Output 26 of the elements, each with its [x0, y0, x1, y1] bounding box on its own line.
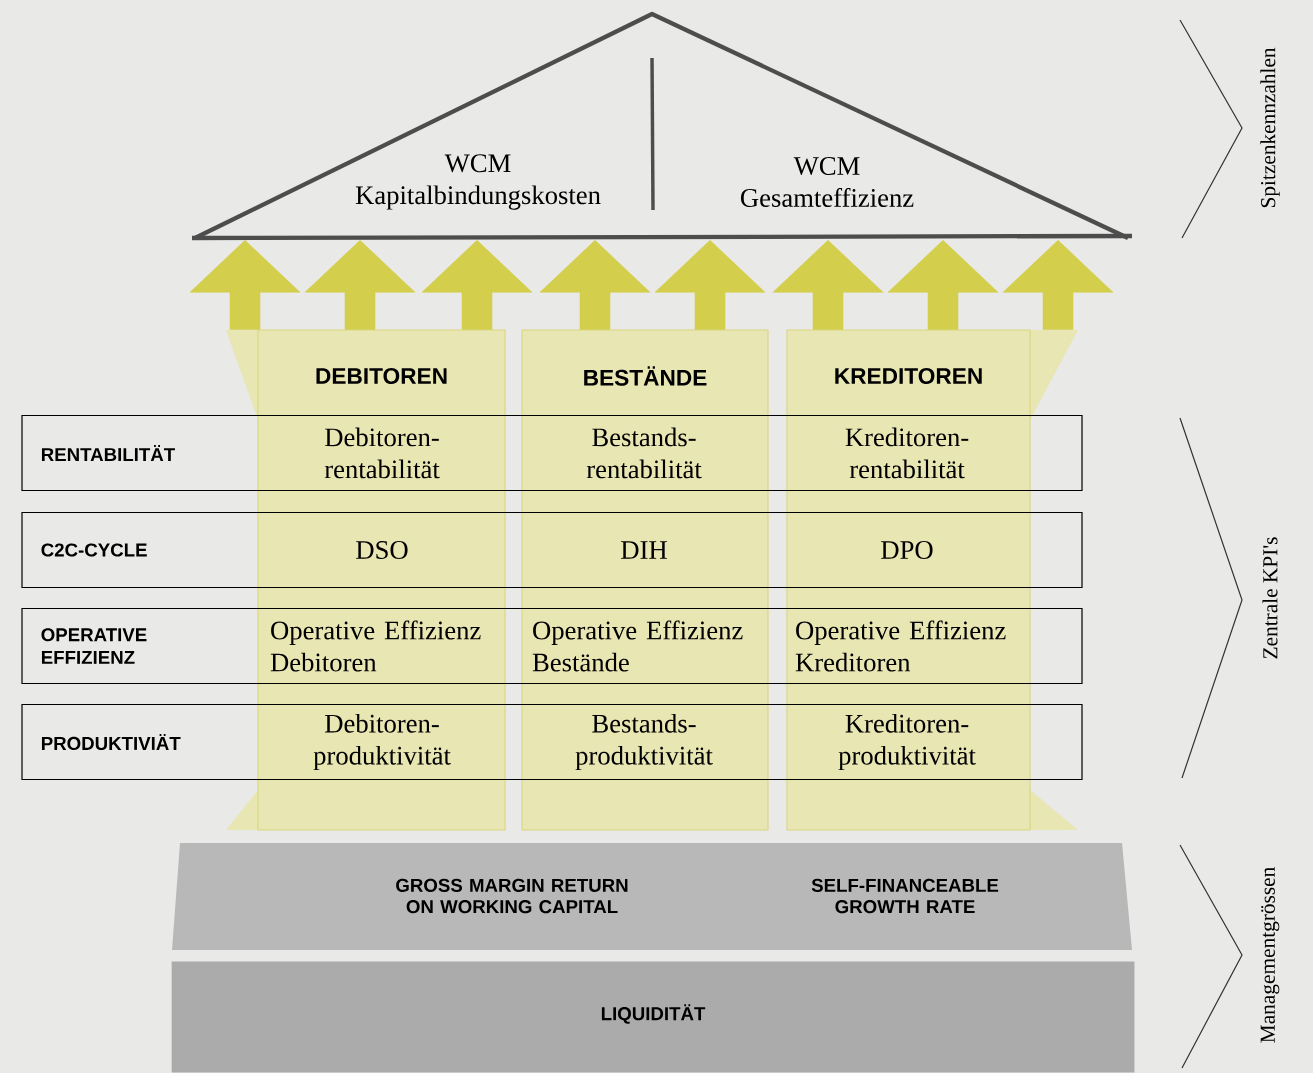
cell-text: DIH: [621, 541, 667, 559]
cell-text: Operative Effizienz Kreditoren: [795, 620, 1006, 672]
up-arrow: [539, 240, 651, 330]
up-arrow: [421, 240, 533, 330]
side-label: Zentrale KPI's: [1262, 537, 1278, 659]
cell-text: Operative Effizienz Bestände: [532, 620, 743, 672]
base-band: LIQUIDITÄT: [171, 961, 1135, 1073]
cell-text: Operative Effizienz Debitoren: [270, 620, 481, 672]
cell-text: DSO: [356, 541, 408, 559]
cell-text: Kreditoren-produktivität: [838, 713, 976, 771]
up-arrow: [772, 240, 884, 330]
cell-text: Debitoren-rentabilität: [324, 427, 440, 479]
base-band: GROSS MARGIN RETURN ON WORKING CAPITAL SELF-FINANCEABLE GROWTH RATE: [172, 843, 1132, 950]
cell-text: Bestands-rentabilität: [586, 427, 702, 479]
cell-text: DPO: [881, 541, 933, 559]
side-label: Spitzenkennzahlen: [1260, 47, 1280, 208]
up-arrow: [654, 240, 766, 330]
side-label: Managementgrössen: [1260, 867, 1280, 1043]
roof: WCM Kapitalbindungskosten WCM Gesamteffizienz: [192, 11, 1132, 241]
cell-text: Kreditoren-rentabilität: [845, 427, 969, 479]
cell-text: Bestands-produktivität: [575, 713, 713, 771]
up-arrow: [189, 240, 301, 330]
up-arrow: [304, 240, 416, 330]
up-arrow: [887, 240, 999, 330]
cell-text: Debitoren-produktivität: [313, 713, 451, 771]
up-arrow: [1002, 240, 1114, 330]
